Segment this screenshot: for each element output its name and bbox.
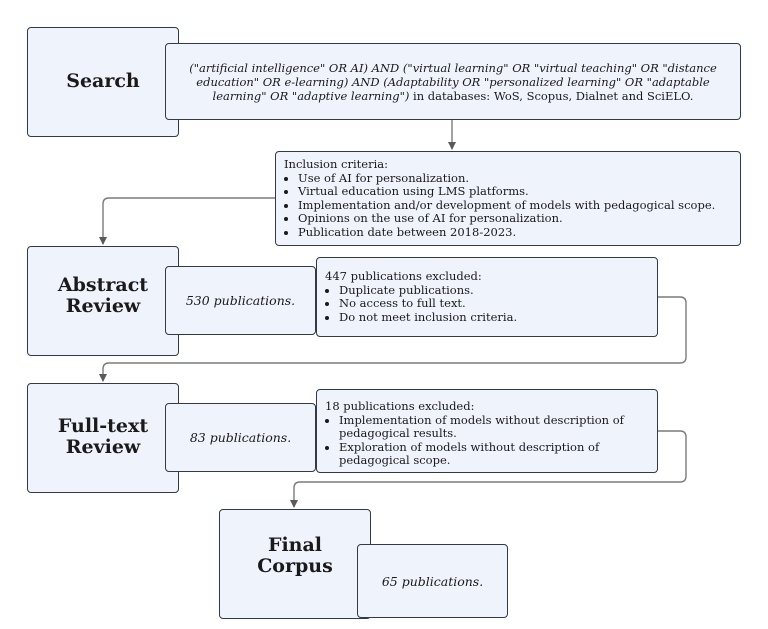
abstract-review-title: Abstract Review	[57, 274, 149, 317]
final-corpus-count: 65 publications.	[381, 573, 484, 589]
final-corpus-count-box: 65 publications.	[357, 544, 508, 618]
search-stage-title: Search	[66, 69, 140, 92]
exclusion-reason: Do not meet inclusion criteria.	[339, 310, 649, 325]
search-query-box: ("artificial intelligence" OR AI) AND ("…	[165, 43, 741, 120]
inclusion-criteria-heading: Inclusion criteria:	[284, 157, 388, 171]
inclusion-criterion: Virtual education using LMS platforms.	[298, 184, 732, 199]
inclusion-criteria-box: Inclusion criteria: Use of AI for person…	[275, 151, 741, 246]
abstract-review-count: 530 publications.	[185, 293, 296, 308]
fulltext-review-count-box: 83 publications.	[165, 403, 316, 472]
fulltext-exclusion-box: 18 publications excluded: Implementation…	[316, 389, 658, 473]
inclusion-criterion: Publication date between 2018-2023.	[298, 225, 732, 240]
arrow-fulltext-to-final	[290, 430, 687, 508]
fulltext-review-title: Full-text Review	[57, 415, 149, 458]
inclusion-criteria-list: Use of AI for personalization. Virtual e…	[284, 171, 732, 240]
inclusion-criterion: Use of AI for personalization.	[298, 171, 732, 186]
search-query-text: ("artificial intelligence" OR AI) AND ("…	[176, 61, 730, 103]
inclusion-criterion: Opinions on the use of AI for personaliz…	[298, 211, 732, 226]
arrow-criteria-to-abstract	[99, 197, 275, 245]
abstract-review-count-box: 530 publications.	[165, 266, 316, 335]
fulltext-exclusion-list: Implementation of models without descrip…	[325, 413, 649, 468]
arrow-abstract-to-fulltext	[99, 296, 687, 382]
abstract-exclusion-heading: 447 publications excluded:	[325, 269, 482, 283]
search-query-string: ("artificial intelligence" OR AI) AND ("…	[189, 60, 717, 103]
abstract-exclusion-box: 447 publications excluded: Duplicate pub…	[316, 257, 658, 337]
inclusion-criterion: Implementation and/or development of mod…	[298, 198, 732, 213]
exclusion-reason: Implementation of models without descrip…	[339, 413, 649, 441]
fulltext-exclusion-heading: 18 publications excluded:	[325, 399, 475, 413]
final-corpus-stage-box: Final Corpus	[219, 509, 371, 619]
exclusion-reason: No access to full text.	[339, 296, 649, 311]
abstract-review-stage-box: Abstract Review	[27, 246, 179, 356]
fulltext-review-stage-box: Full-text Review	[27, 383, 179, 493]
search-stage-box: Search	[27, 27, 179, 137]
abstract-exclusion-list: Duplicate publications. No access to ful…	[325, 283, 649, 325]
final-corpus-title: Final Corpus	[257, 534, 333, 577]
exclusion-reason: Duplicate publications.	[339, 283, 649, 298]
search-databases: in databases: WoS, Scopus, Dialnet and S…	[409, 88, 694, 103]
fulltext-review-count: 83 publications.	[189, 430, 292, 445]
exclusion-reason: Exploration of models without descriptio…	[339, 440, 649, 468]
